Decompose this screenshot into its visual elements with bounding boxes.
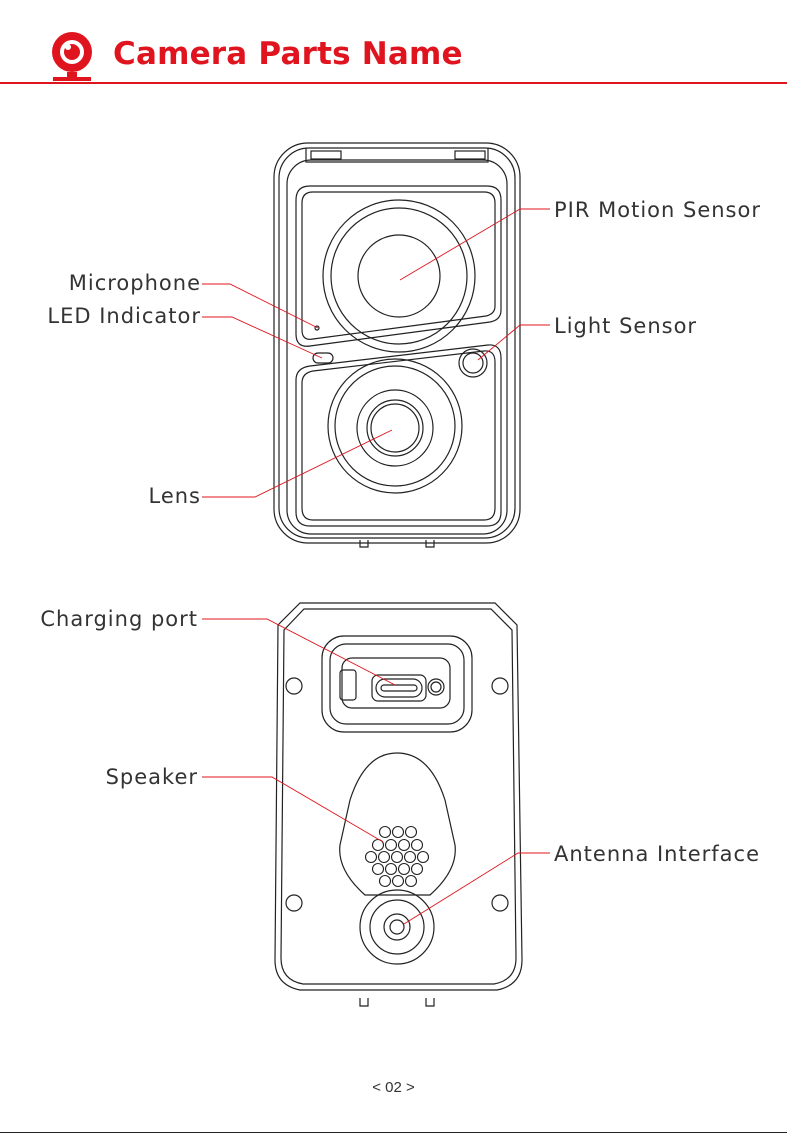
- label-microphone: Microphone: [69, 270, 201, 296]
- camera-front-view: [274, 143, 520, 547]
- label-pir-motion-sensor: PIR Motion Sensor: [554, 197, 761, 223]
- camera-back-view: [275, 603, 522, 1006]
- footer-divider: [0, 1132, 787, 1133]
- front-leader-lines: [202, 209, 550, 497]
- label-speaker: Speaker: [106, 764, 198, 790]
- speaker-grille: [366, 827, 429, 887]
- label-antenna-interface: Antenna Interface: [554, 841, 760, 867]
- page-title: Camera Parts Name: [113, 36, 463, 72]
- page-number: < 02 >: [0, 1079, 787, 1096]
- back-leader-lines: [202, 619, 550, 924]
- label-light-sensor: Light Sensor: [554, 313, 697, 339]
- label-charging-port: Charging port: [40, 606, 198, 632]
- label-led-indicator: LED Indicator: [47, 303, 201, 329]
- header-divider: [0, 82, 787, 84]
- camera-icon: [52, 32, 92, 81]
- label-lens: Lens: [148, 483, 201, 509]
